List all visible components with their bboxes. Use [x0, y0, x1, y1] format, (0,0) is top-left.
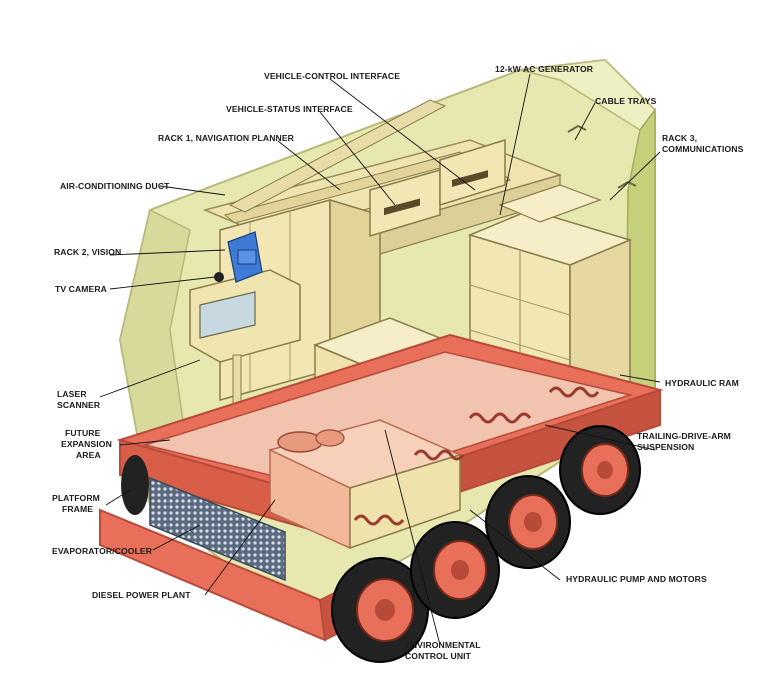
label-future-line2: EXPANSION — [61, 439, 112, 449]
label-air-conditioning-duct: AIR-CONDITIONING DUCT — [60, 181, 170, 191]
label-rack-2: RACK 2, VISION — [54, 247, 122, 257]
label-vehicle-status-interface: VEHICLE-STATUS INTERFACE — [226, 104, 353, 114]
vehicle-control-interface-box — [439, 138, 506, 207]
label-cable-trays: CABLE TRAYS — [595, 96, 657, 106]
label-trailing-drive-arm-line1: TRAILING-DRIVE-ARM — [637, 431, 731, 441]
diesel-power-plant — [267, 419, 463, 550]
tv-camera — [214, 231, 263, 283]
label-platform-frame-line1: PLATFORM — [52, 493, 100, 503]
vehicle-status-interface-box — [369, 169, 441, 238]
label-ecu-line1: ENVIRONMENTAL — [405, 640, 481, 650]
label-laser-scanner-line2: SCANNER — [57, 400, 101, 410]
wheel-4 — [559, 425, 641, 515]
label-tv-camera: TV CAMERA — [55, 284, 107, 294]
label-hydraulic-pump: HYDRAULIC PUMP AND MOTORS — [566, 574, 707, 584]
label-laser-scanner-line1: LASER — [57, 389, 87, 399]
wheel-2 — [410, 521, 500, 619]
label-evaporator-cooler: EVAPORATOR/COOLER — [52, 546, 153, 556]
label-rack-3-line1: RACK 3, — [662, 133, 698, 143]
wheel-front-1 — [331, 557, 429, 663]
evaporator-cooler — [149, 476, 286, 582]
label-rack-3-line2: COMMUNICATIONS — [662, 144, 744, 154]
suspension-springs — [353, 386, 600, 526]
label-ecu-line2: CONTROL UNIT — [405, 651, 471, 661]
label-rack-1: RACK 1, NAVIGATION PLANNER — [158, 133, 294, 143]
label-generator: 12-kW AC GENERATOR — [495, 64, 594, 74]
label-future-line1: FUTURE — [65, 428, 101, 438]
label-hydraulic-ram: HYDRAULIC RAM — [665, 378, 739, 388]
label-vehicle-control-interface: VEHICLE-CONTROL INTERFACE — [264, 71, 401, 81]
wheel-3 — [485, 475, 571, 569]
leader-lines — [99, 73, 661, 646]
generator-box — [498, 184, 602, 223]
label-platform-frame-line2: FRAME — [62, 504, 94, 514]
wheel-rear-left — [121, 455, 149, 515]
label-diesel-power-plant: DIESEL POWER PLANT — [92, 590, 191, 600]
label-trailing-drive-arm-line2: SUSPENSION — [637, 442, 695, 452]
label-future-line3: AREA — [76, 450, 101, 460]
